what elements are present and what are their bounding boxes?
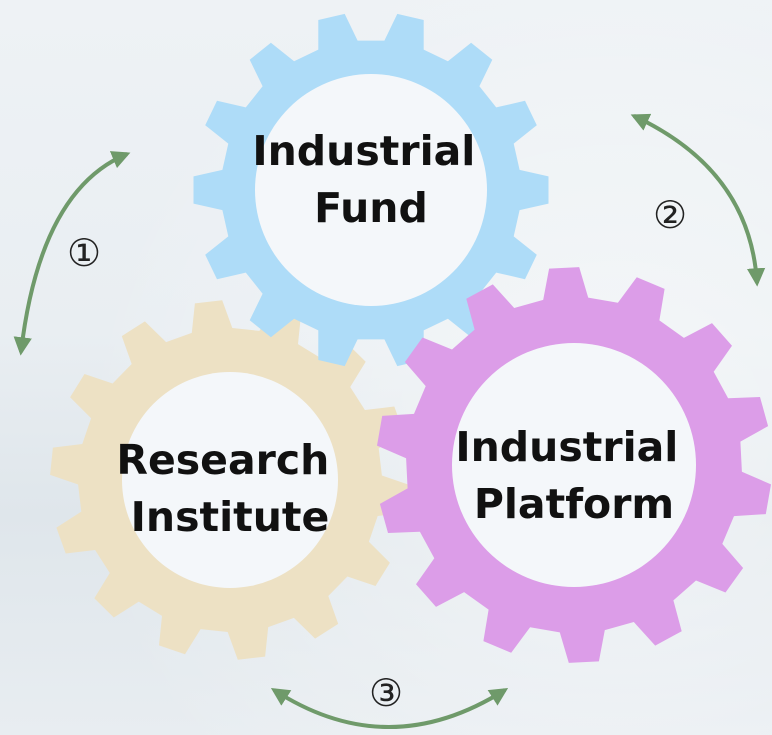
industrial-fund-label: Industrial Fund [252,127,489,232]
marker-3: ③ [369,671,403,715]
research-institute-label-line-1: Research [116,436,329,484]
industrial-platform-label-line-2: Platform [474,480,674,528]
gear-industrial-fund-hub [255,74,487,306]
industrial-platform-label-line-1: Industrial [455,423,678,471]
research-institute-label-line-2: Institute [131,493,330,541]
gear-research-institute-hub [122,372,338,588]
marker-1: ① [67,231,101,275]
gear-industrial-platform-hub [452,343,696,587]
gear-research-institute: Research Institute [50,300,410,660]
gear-industrial-platform: Industrial Platform [377,267,771,663]
marker-2: ② [653,193,687,237]
industrial-fund-label-line-1: Industrial [252,127,475,175]
arrow-research-platform [270,687,509,729]
research-institute-label: Research Institute [116,436,343,541]
industrial-platform-label: Industrial Platform [455,423,692,528]
industrial-fund-label-line-2: Fund [314,184,428,232]
gear-industrial-fund: Industrial Fund [193,13,549,367]
arrow-fund-platform [630,113,766,287]
arrow-fund-research [13,151,131,356]
